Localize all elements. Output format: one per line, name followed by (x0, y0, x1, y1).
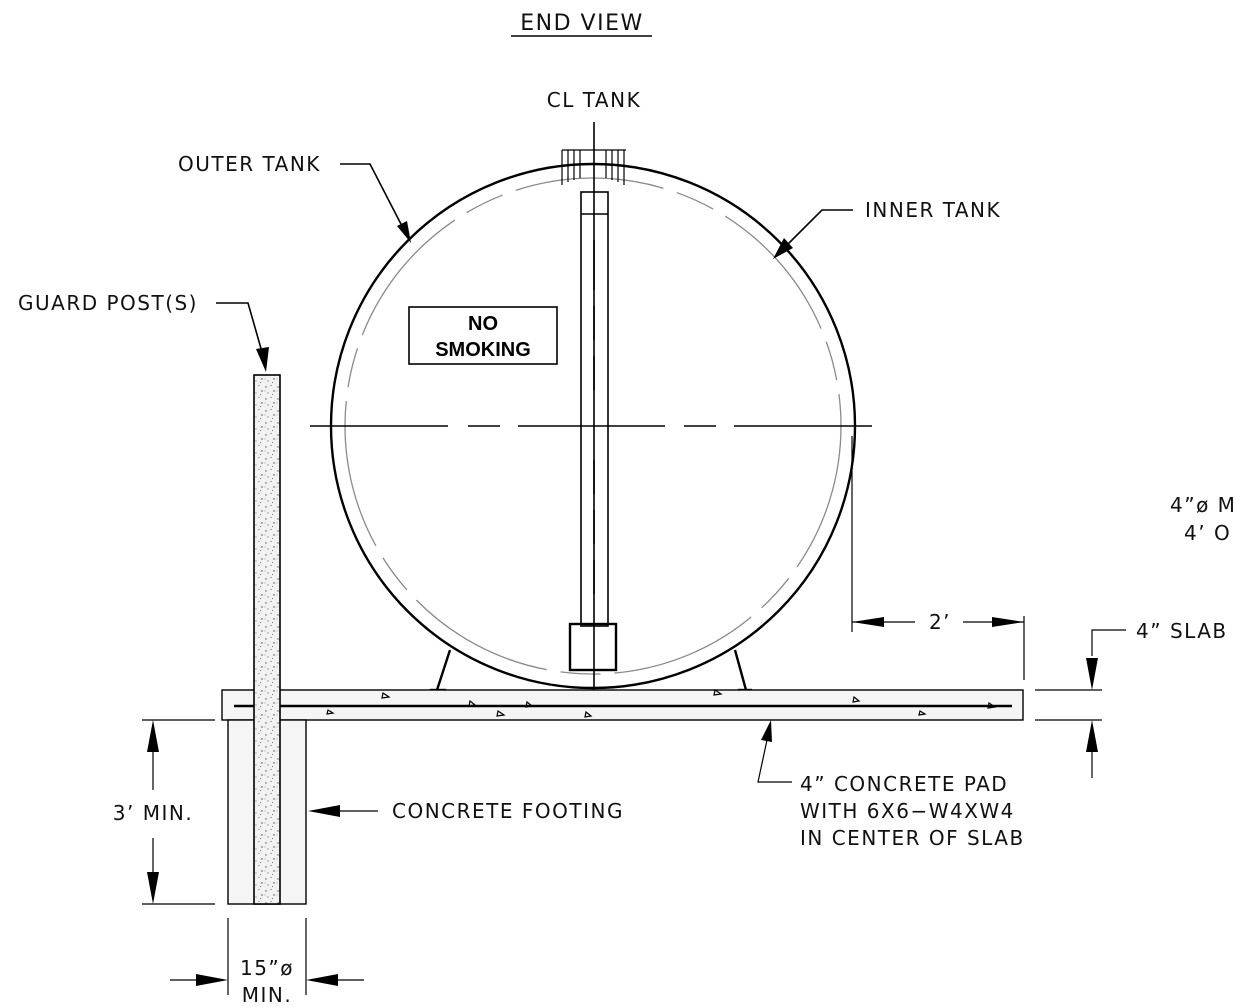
cutoff-note-line2: 4’ O (1184, 521, 1231, 545)
inner-tank-label: INNER TANK (865, 198, 1001, 222)
footing-depth-dimension: 3’ MIN. (113, 719, 215, 905)
outer-tank-label: OUTER TANK (178, 152, 321, 176)
top-fittings (561, 149, 626, 185)
guard-post-arrow (256, 347, 269, 372)
no-smoking-sign: NO SMOKING (408, 306, 558, 365)
concrete-pad (221, 689, 1024, 721)
outer-tank-leader (340, 163, 404, 229)
concrete-pad-note: 4” CONCRETE PAD WITH 6X6−W4XW4 IN CENTER… (757, 720, 1025, 850)
internal-fill-pipe (568, 191, 618, 672)
footing-depth-label: 3’ MIN. (113, 801, 193, 825)
no-smoking-line1: NO (468, 313, 498, 335)
guard-post-label: GUARD POST(S) (18, 291, 198, 315)
clearance-label: 2’ (929, 610, 951, 634)
pad-note-line2: WITH 6X6−W4XW4 (800, 799, 1015, 823)
concrete-footing-label: CONCRETE FOOTING (392, 799, 624, 823)
footing-diameter-line2: MIN. (242, 983, 292, 1007)
drawing-title: END VIEW (520, 11, 643, 36)
outer-tank-arrow (397, 221, 411, 243)
slab-thickness-dimension: 4” SLAB (1035, 619, 1228, 778)
concrete-footing-arrow (308, 805, 340, 817)
inner-tank-arrow (773, 238, 793, 259)
footing-diameter-dimension: 15”ø MIN. (170, 918, 364, 1007)
slab-thickness-label: 4” SLAB (1136, 619, 1228, 643)
inner-tank-leader (787, 209, 853, 245)
clearance-dimension: 2’ (851, 436, 1025, 680)
pad-note-line3: IN CENTER OF SLAB (800, 826, 1025, 850)
guard-post-leader (216, 302, 263, 353)
guard-post (253, 374, 281, 905)
no-smoking-line2: SMOKING (435, 339, 531, 361)
cutoff-note-line1: 4”ø M (1170, 493, 1235, 517)
footing-diameter-line1: 15”ø (240, 956, 294, 980)
pad-note-line1: 4” CONCRETE PAD (800, 772, 1008, 796)
centerline-label: CL TANK (547, 88, 641, 112)
